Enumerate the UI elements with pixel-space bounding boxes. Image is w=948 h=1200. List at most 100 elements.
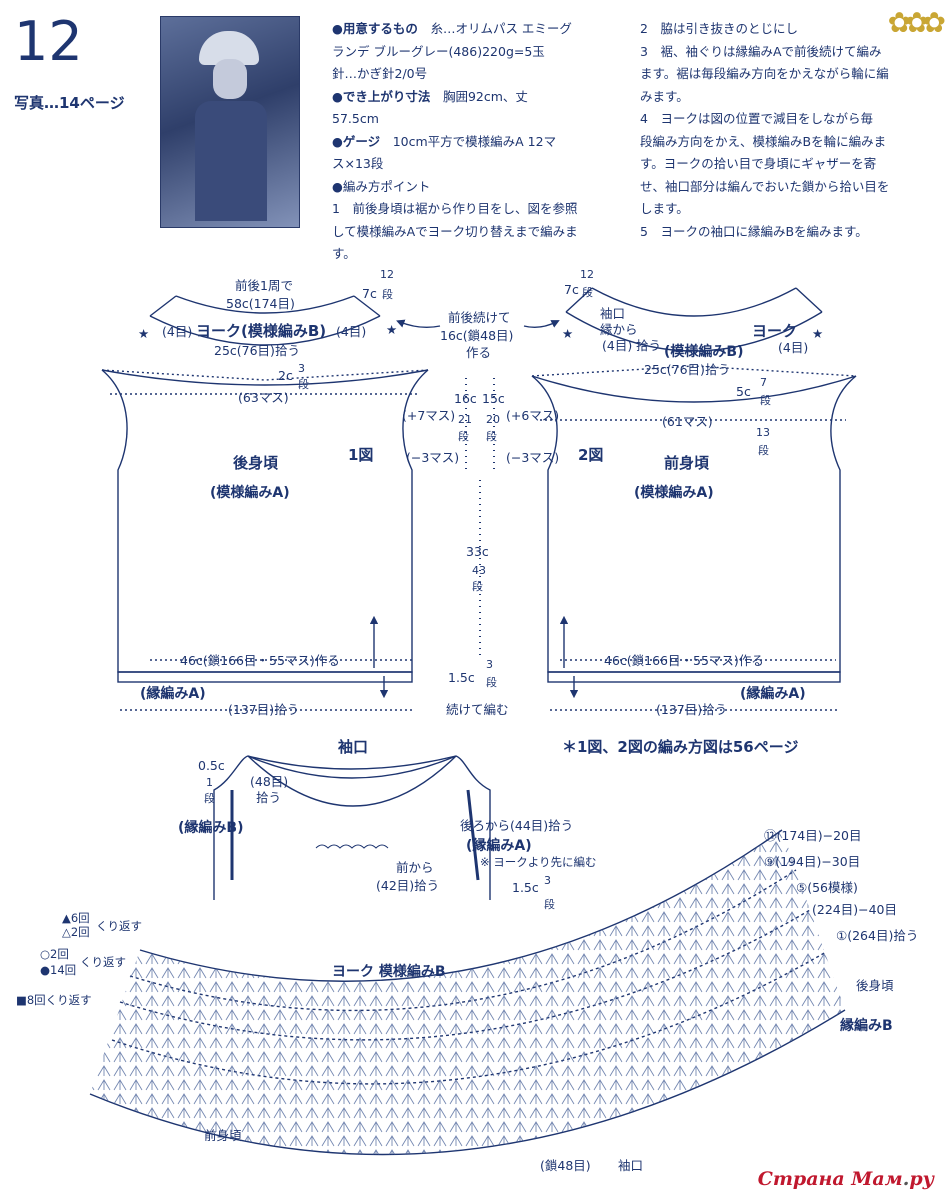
front-yoke-inner xyxy=(591,287,797,317)
step-line: す。 xyxy=(332,246,356,261)
yoke-chart-inner-arc xyxy=(139,829,783,982)
front-yoke-side-right: (4目) xyxy=(778,340,808,355)
front-yoke-title: ヨーク xyxy=(752,322,797,340)
butterfly-decoration-icon: ✿✿✿ xyxy=(887,6,946,39)
front-armhole-rows-c: 段 xyxy=(758,443,769,457)
diagram-reference-note: ＊1図、2図の編み方図は56ページ xyxy=(562,738,798,756)
back-top-rows-b: 3 xyxy=(298,362,305,375)
body-shape xyxy=(195,101,267,221)
step-line: 2 脇は引き抜きのとじにし xyxy=(640,21,798,36)
repeat-b1: ○2回 xyxy=(40,947,69,961)
continuous-chain-label-3: 作る xyxy=(466,345,491,360)
repeat-a1: ▲6回 xyxy=(62,911,90,925)
body-height-a: 33c xyxy=(466,544,489,559)
chart-chain-label: (鎖48目) xyxy=(540,1158,591,1173)
back-yoke-side-right: (4目) xyxy=(336,324,366,339)
chart-row-1: ①(264目)拾う xyxy=(836,928,918,943)
back-yoke-curve xyxy=(101,369,429,386)
model-photo xyxy=(160,16,300,228)
chart-pattern-label: 縁編みB xyxy=(840,1017,893,1034)
edge-height-b: 3 xyxy=(486,658,493,671)
chart-row-5: ⑤(56模様) xyxy=(796,880,858,895)
front-top-rows-b: 7 xyxy=(760,376,767,389)
gauge-line: ス×13段 xyxy=(332,156,384,171)
back-yoke-pick: 25c(76目)拾う xyxy=(214,343,300,358)
back-hem-pick: (137目)拾う xyxy=(228,702,299,717)
pattern-number: 12 xyxy=(14,10,83,73)
back-top-rows-a: 2c xyxy=(278,368,293,383)
edge-height-a: 1.5c xyxy=(448,670,475,685)
figure-1-label: 1図 xyxy=(348,446,373,464)
edge-height-c: 段 xyxy=(486,675,497,689)
back-body-title: 後身頃 xyxy=(232,454,279,472)
materials-line: ●用意するもの 糸…オリムパス エミーグ xyxy=(332,21,572,36)
body-height-b: 43 xyxy=(472,564,486,577)
front-yoke-rows-value: 12 xyxy=(580,268,594,281)
continuous-chain-label-1: 前後続けて xyxy=(448,310,511,325)
front-hem-band xyxy=(547,671,841,683)
back-yoke-top-dotted xyxy=(101,369,429,381)
step-line: せ、袖口部分は編んでおいた鎖から拾い目を xyxy=(640,178,890,194)
repeat-a2: △2回 xyxy=(62,925,90,939)
figure-2-label: 2図 xyxy=(578,446,603,464)
front-yoke-rows-label: 7c xyxy=(564,282,579,297)
step-line: ます。裾は毎段編み方向をかえながら輪に編 xyxy=(640,66,889,81)
cuff-edging-a: (縁編みA) xyxy=(466,837,532,854)
armhole-height-front-b: 20 xyxy=(486,413,500,426)
front-stitch-count: (61マス) xyxy=(662,414,713,429)
back-yoke-top-label-1: 前後1周で xyxy=(235,278,293,293)
increase-left: (+7マス) xyxy=(402,408,455,423)
repeat-b3: くり返す xyxy=(80,955,126,969)
decrease-left: (−3マス) xyxy=(406,450,459,465)
cuff-title: 袖口 xyxy=(338,738,368,756)
back-yoke-title: ヨーク(模様編みB) xyxy=(196,322,326,340)
cuff-pick48-a: (48目) xyxy=(250,774,288,789)
cuff-note: ※ ヨークより先に編む xyxy=(480,855,597,869)
materials-instructions: ●用意するもの 糸…オリムパス エミーグ ランデ ブルーグレー(486)220g… xyxy=(332,18,624,266)
cuff-front-pick-1: 前から xyxy=(396,860,434,875)
cuff-dim-b: 1 xyxy=(206,776,213,789)
front-top-rows-c: 段 xyxy=(760,393,771,407)
cuff-dim-c: 段 xyxy=(204,791,215,805)
site-watermark: Страна Мам.ру xyxy=(757,1168,934,1190)
materials-line: 針…かぎ針2/0号 xyxy=(332,66,428,81)
armhole-height-front-c: 段 xyxy=(486,429,497,443)
cuff-dim-a: 0.5c xyxy=(198,758,225,773)
step-line: 段編み方向をかえ、模様編みBを輪に編みま xyxy=(640,133,887,149)
front-yoke-pick: 25c(76目)拾う xyxy=(644,362,730,377)
repeat-b2: ●14回 xyxy=(40,963,76,977)
front-yoke-side-left: (4目) xyxy=(602,338,632,353)
front-pick-word: 拾う xyxy=(636,338,661,353)
armhole-height-back-b: 21 xyxy=(458,413,472,426)
yoke-stitch-fill xyxy=(90,830,845,1155)
face-shape xyxy=(213,59,247,99)
chart-back-label: 後身頃 xyxy=(856,978,894,993)
chart-row-9: ⑨(194目)−30目 xyxy=(764,854,860,869)
photo-reference: 写真…14ページ xyxy=(14,94,125,112)
back-edging-label: (縁編みA) xyxy=(140,685,206,702)
back-yoke-outer xyxy=(149,315,381,346)
back-body-outline xyxy=(101,369,429,673)
step-line: 1 前後身頃は裾から作り目をし、図を参照 xyxy=(332,201,578,216)
size-line: ●でき上がり寸法 胸囲92cm、丈 xyxy=(332,88,528,104)
cuff-edging-b: (縁編みB) xyxy=(178,819,243,836)
front-star-left-icon: ★ xyxy=(562,326,573,341)
step-line: 3 裾、袖ぐりは縁編みAで前後続けて編み xyxy=(640,43,882,59)
front-yoke-pattern: (模様編みB) xyxy=(664,343,743,360)
cuff-front-pick-2: (42目)拾う xyxy=(376,878,439,893)
increase-right: (+6マス) xyxy=(506,408,559,423)
front-cuff-label-1: 袖口 xyxy=(600,306,625,321)
step-line: す。ヨークの拾い目で身頃にギャザーを寄 xyxy=(640,156,877,171)
front-edging-label: (縁編みA) xyxy=(740,685,806,702)
front-yoke-curve xyxy=(531,375,857,403)
points-heading: ●編み方ポイント xyxy=(332,178,431,194)
step-line: して模様編みAでヨーク切り替えまで編みま xyxy=(332,223,578,239)
cuff-back-pick: 後ろから(44目)拾う xyxy=(460,818,573,833)
repeat-a3: くり返す xyxy=(96,919,142,933)
continue-knitting-label: 続けて編む xyxy=(446,702,509,717)
front-hem-cast-on: 46c(鎖166目・55マス)作る xyxy=(604,653,764,668)
continuous-chain-label-2: 16c(鎖48目) xyxy=(440,328,513,343)
chart-cuff-label: 袖口 xyxy=(618,1158,643,1173)
back-star-right-icon: ★ xyxy=(386,322,397,337)
